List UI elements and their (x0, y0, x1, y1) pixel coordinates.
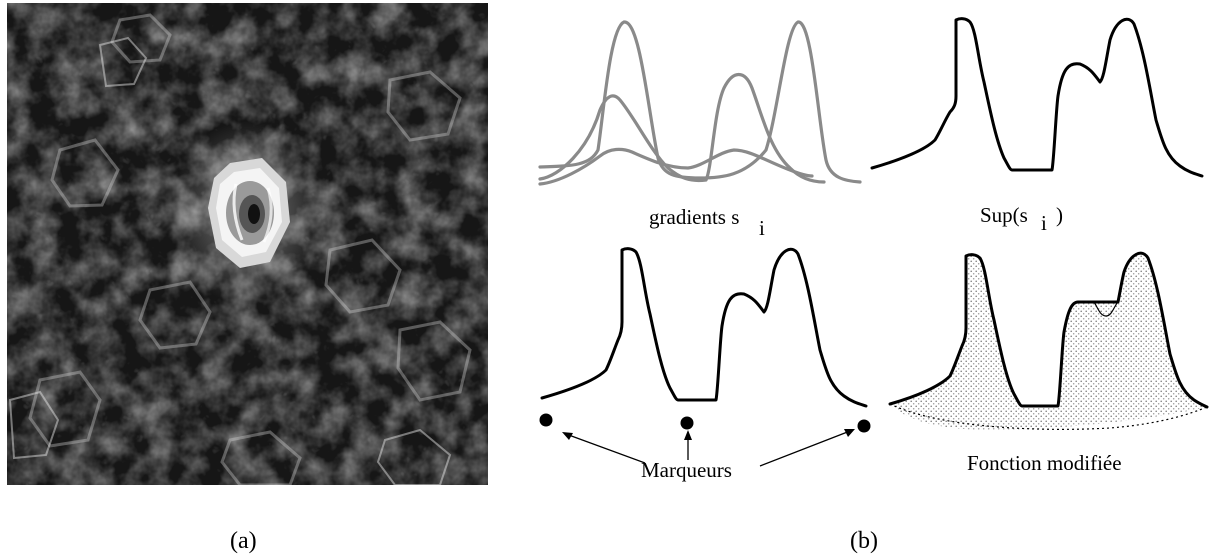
sup-subscript: i (1041, 211, 1047, 235)
original-lower-outline (889, 403, 1208, 430)
markers (539, 413, 871, 433)
caption-a: (a) (230, 528, 257, 554)
panel-b-diagram: gradients s i Sup(s i ) Marqueurs Foncti… (538, 17, 1209, 482)
modified-curve (888, 251, 1209, 409)
panel-a-image (7, 3, 488, 485)
gradient-curve-3 (538, 147, 814, 186)
arrow-right (759, 430, 851, 467)
sup-close-paren: ) (1056, 203, 1063, 227)
arrow-left (565, 433, 646, 464)
modified-function-label: Fonction modifiée (967, 451, 1122, 475)
marker-arrows (562, 429, 855, 467)
sup-label: Sup(s (980, 203, 1028, 227)
texture-highlights (8, 36, 452, 485)
arrow-left-head (562, 432, 573, 440)
caption-b: (b) (850, 528, 878, 554)
sup-curve (870, 17, 1204, 178)
marker-dot-right (857, 419, 871, 433)
gradients-subscript: i (759, 216, 765, 240)
original-dip-curve (1093, 301, 1119, 317)
gradients-label: gradients s (649, 205, 739, 229)
modified-function (888, 251, 1209, 430)
bright-cell-blob (208, 158, 290, 268)
marker-dot-center (680, 416, 694, 430)
marker-curve (540, 247, 868, 408)
gradient-curve-2 (538, 72, 826, 184)
markers-label: Marqueurs (641, 458, 732, 482)
texture-patches (28, 13, 472, 485)
gradient-curves (538, 20, 862, 186)
arrow-right-head (844, 429, 855, 437)
gradient-curve-1 (538, 20, 862, 184)
modified-fill (890, 253, 1207, 430)
marker-dot-left (539, 413, 553, 427)
arrow-center-head (684, 430, 692, 440)
